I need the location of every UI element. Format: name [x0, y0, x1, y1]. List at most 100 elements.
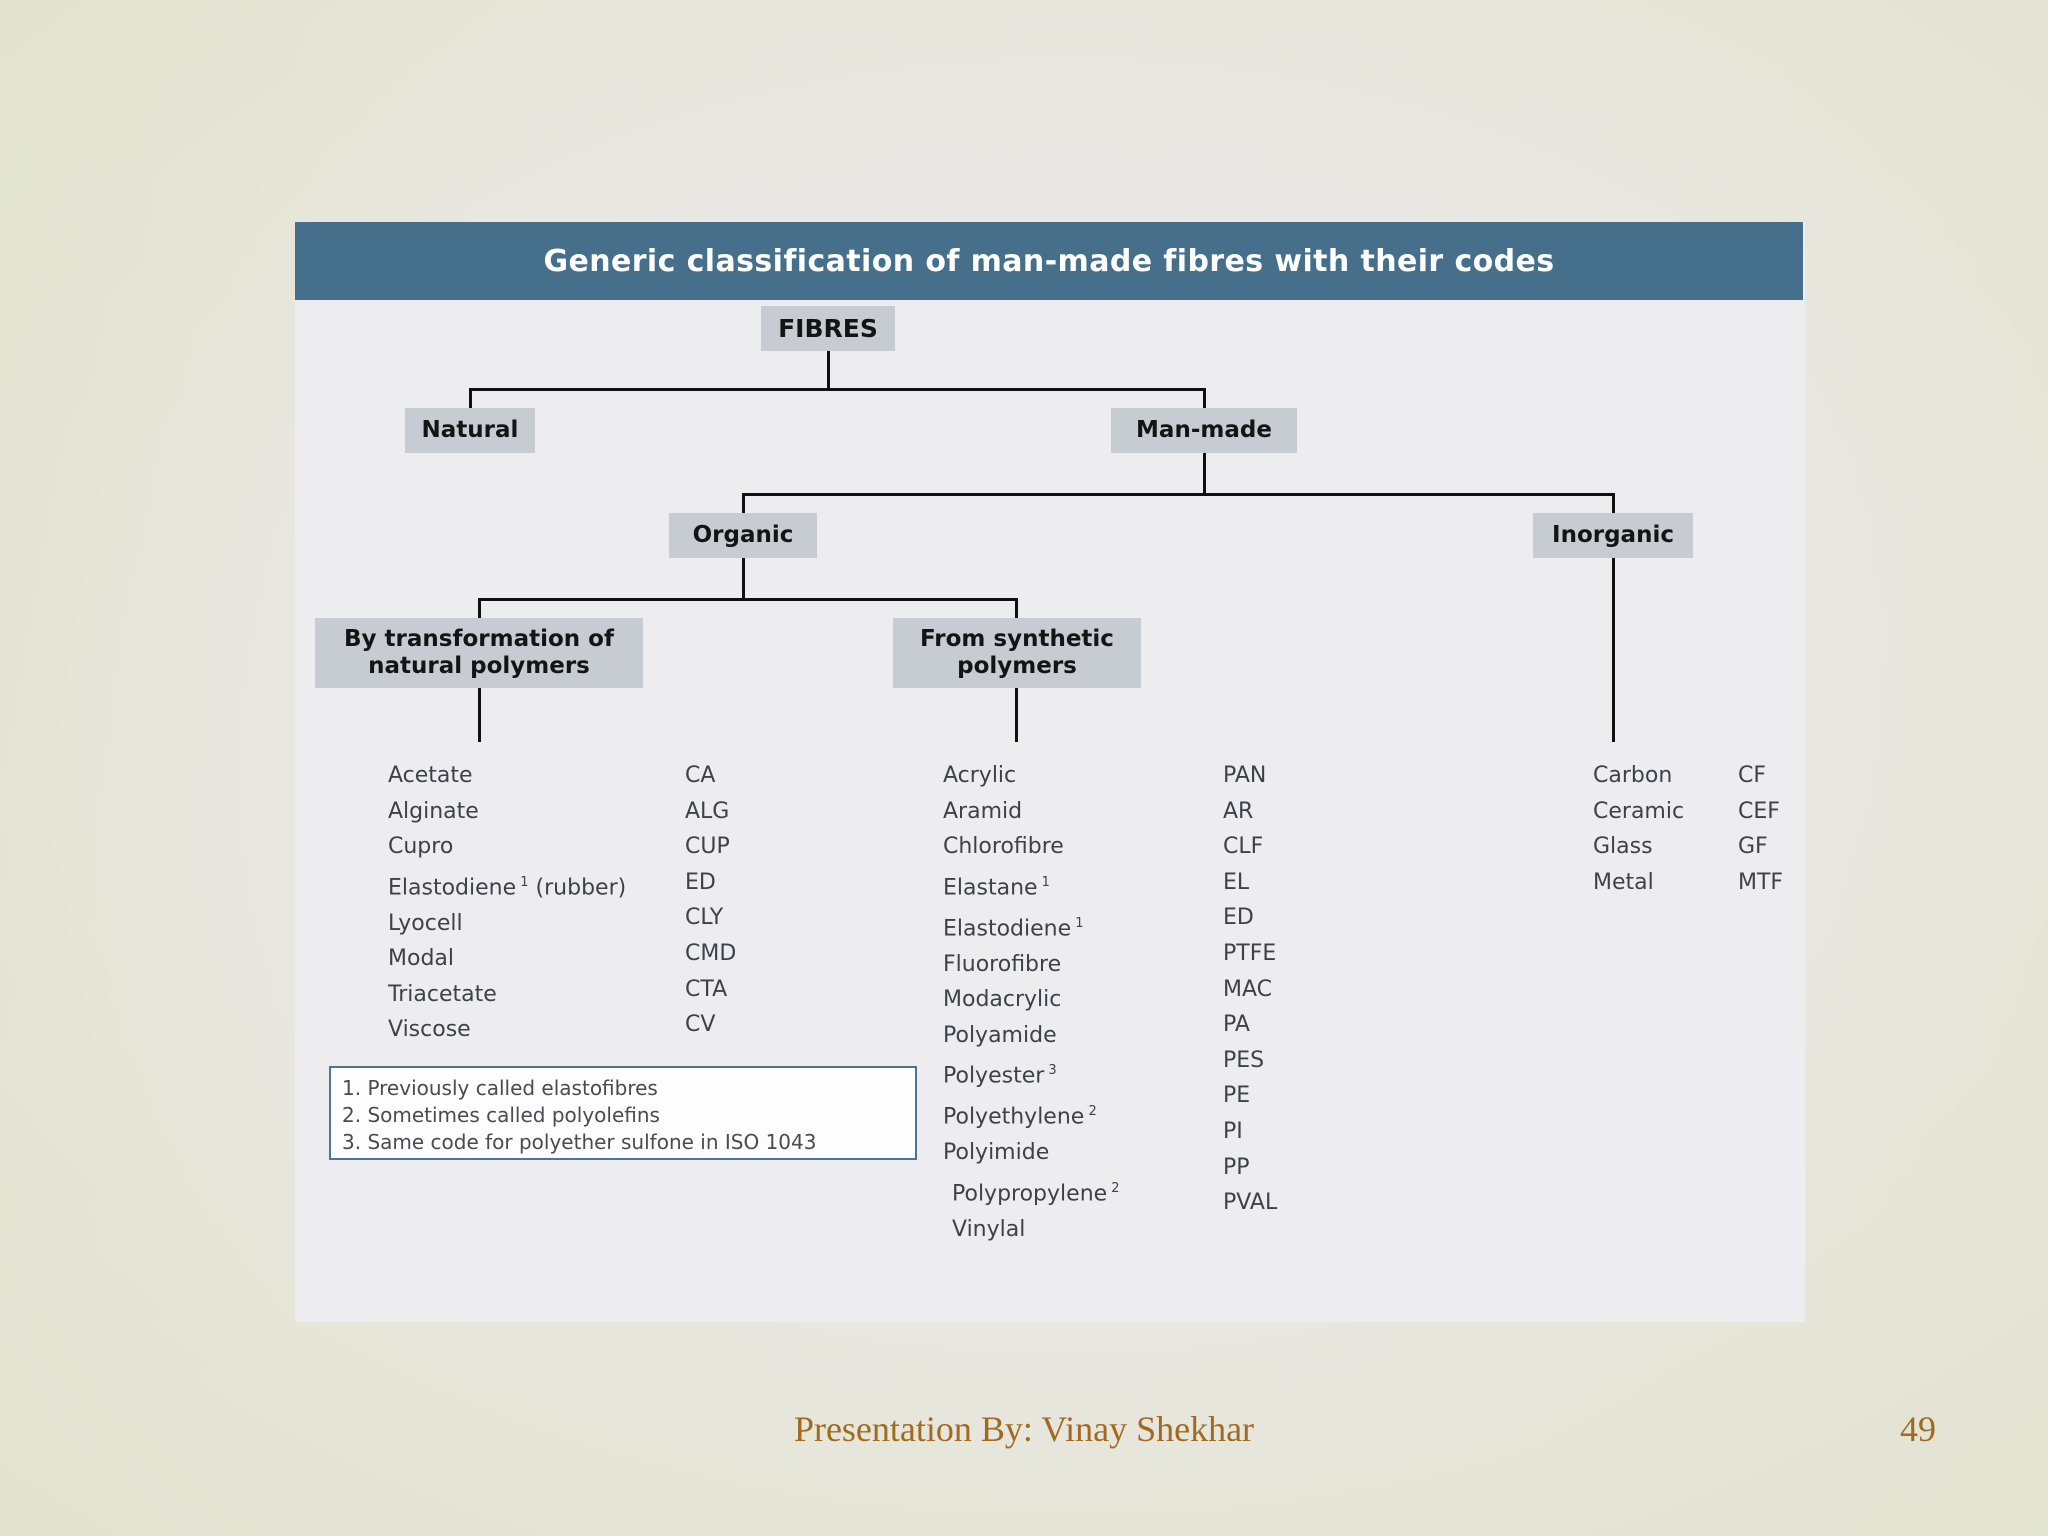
node-organic-label: Organic [692, 521, 794, 548]
fibre-name-row: Polyethylene 2 [943, 1104, 1097, 1130]
fibre-name-row: Acrylic [943, 763, 1017, 788]
fibre-code-row: PAN [1223, 763, 1267, 788]
connector-inorganic-down [1612, 493, 1615, 515]
classification-tree: FIBRES Natural Man-made Organic Inorgani… [295, 300, 1805, 1322]
fibre-code-row: MTF [1738, 869, 1784, 895]
fibre-name-row: Polyimide [943, 1140, 1050, 1166]
node-from-synthetic-line1: From synthetic [920, 625, 1114, 652]
footnote-marker: 1 [1037, 874, 1050, 890]
presentation-credit: Presentation By: Vinay Shekhar [793, 1409, 1255, 1449]
connector-inorganic-tail [1612, 558, 1615, 742]
fibre-name-row: Modal [388, 946, 454, 972]
connector-root-down [827, 351, 830, 388]
page-number: 49 [1900, 1409, 1936, 1449]
fibre-code-row: GF [1738, 834, 1768, 860]
connector-organic-stem [742, 558, 745, 598]
figure-panel: Generic classification of man-made fibre… [295, 222, 1805, 1322]
fibre-code-row: CMD [685, 940, 737, 966]
fibre-code-row: CEF [1738, 798, 1780, 824]
connector-bytrans-down [478, 598, 481, 620]
footnote-marker: 2 [1107, 1180, 1120, 1196]
fibre-code-row: MAC [1223, 976, 1273, 1002]
node-from-synthetic-line2: polymers [957, 653, 1077, 679]
fibre-code-row: PTFE [1223, 940, 1277, 966]
connector-fromsyn-down [1015, 598, 1018, 620]
figure-title-bar: Generic classification of man-made fibre… [295, 222, 1803, 300]
fibre-name-row: Alginate [388, 798, 479, 824]
connector-level3-bar [478, 598, 1017, 601]
fibre-code-row: CLY [685, 905, 724, 931]
fibre-name-row: Viscose [388, 1017, 471, 1043]
connector-fromsyn-tail [1015, 688, 1018, 742]
fibre-name-row: Elastodiene 1 (rubber) [388, 874, 627, 901]
node-by-transformation-line2: natural polymers [368, 653, 590, 679]
fibre-name-row: Fluorofibre [943, 951, 1062, 977]
fibre-name-row: Acetate [388, 763, 473, 788]
connector-natural-down [469, 388, 472, 410]
fibre-code-row: CF [1738, 763, 1767, 788]
footnote-marker: 1 [1071, 915, 1084, 931]
node-man-made[interactable]: Man-made [1111, 408, 1297, 453]
fibre-code-column-inorganic: CF CEF GF MTF [1738, 758, 1783, 900]
node-inorganic-label: Inorganic [1552, 521, 1674, 548]
connector-manmade-down [1203, 388, 1206, 410]
fibre-name-row: Elastane 1 [943, 874, 1050, 901]
connector-manmade-stem [1203, 453, 1206, 493]
fibre-code-row: CTA [685, 976, 728, 1002]
node-inorganic[interactable]: Inorganic [1533, 513, 1693, 558]
fibre-name-row: Elastodiene 1 [943, 915, 1084, 942]
node-by-transformation-of-natural-polymers[interactable]: By transformation of natural polymers [315, 618, 643, 688]
footnote-marker: 3 [1044, 1063, 1057, 1079]
fibre-code-row: PA [1223, 1012, 1250, 1038]
connector-organic-down [742, 493, 745, 515]
node-by-transformation-label: By transformation of natural polymers [344, 626, 614, 680]
node-from-synthetic-polymers[interactable]: From synthetic polymers [893, 618, 1141, 688]
node-natural-label: Natural [421, 416, 519, 443]
node-fibres[interactable]: FIBRES [761, 306, 895, 351]
fibre-name-row: Cupro [388, 834, 454, 860]
fibre-name-row: Polyester 3 [943, 1063, 1057, 1089]
fibre-code-row: PI [1223, 1118, 1243, 1144]
fibre-name-row: Aramid [943, 798, 1023, 824]
fibre-name-row: Polyamide [943, 1022, 1057, 1048]
fibre-name-row: Glass [1593, 834, 1653, 860]
fibre-code-row: CLF [1223, 834, 1264, 860]
connector-bytrans-tail [478, 688, 481, 742]
fibre-code-row: PVAL [1223, 1190, 1278, 1216]
fibre-code-row: CA [685, 763, 716, 788]
footnote-2: 2. Sometimes called polyolefins [342, 1103, 660, 1127]
fibre-code-row: PES [1223, 1047, 1265, 1073]
fibre-code-row: PP [1223, 1154, 1250, 1180]
fibre-name-row: Polypropylene 2 [952, 1180, 1120, 1207]
fibre-code-row: ED [1223, 905, 1254, 931]
footnote-marker: 2 [1084, 1104, 1097, 1120]
fibre-name-row: Carbon [1593, 763, 1673, 788]
connector-level2-bar [742, 493, 1614, 496]
footnote-marker: 1 [516, 874, 529, 890]
node-natural[interactable]: Natural [405, 408, 535, 453]
fibre-name-row: Triacetate [388, 981, 497, 1007]
fibre-code-row: AR [1223, 798, 1254, 824]
node-from-synthetic-label: From synthetic polymers [920, 626, 1114, 680]
node-organic[interactable]: Organic [669, 513, 817, 558]
connector-level1-bar [469, 388, 1206, 391]
fibre-name-row: Modacrylic [943, 987, 1062, 1013]
fibre-name-row: Chlorofibre [943, 834, 1064, 860]
fibre-code-row: CUP [685, 834, 730, 860]
node-man-made-label: Man-made [1136, 416, 1272, 443]
slide-footer: Presentation By: Vinay Shekhar 49 [0, 1386, 2048, 1536]
footnotes-box: 1. Previously called elastofibres 2. Som… [329, 1066, 917, 1160]
footnote-1: 1. Previously called elastofibres [342, 1076, 658, 1100]
fibre-code-row: PE [1223, 1083, 1251, 1109]
node-fibres-label: FIBRES [778, 313, 878, 343]
node-by-transformation-line1: By transformation of [344, 625, 614, 652]
fibre-name-row: Metal [1593, 869, 1654, 895]
footnote-3: 3. Same code for polyether sulfone in IS… [342, 1130, 817, 1154]
fibre-name-row: Vinylal [952, 1216, 1026, 1242]
